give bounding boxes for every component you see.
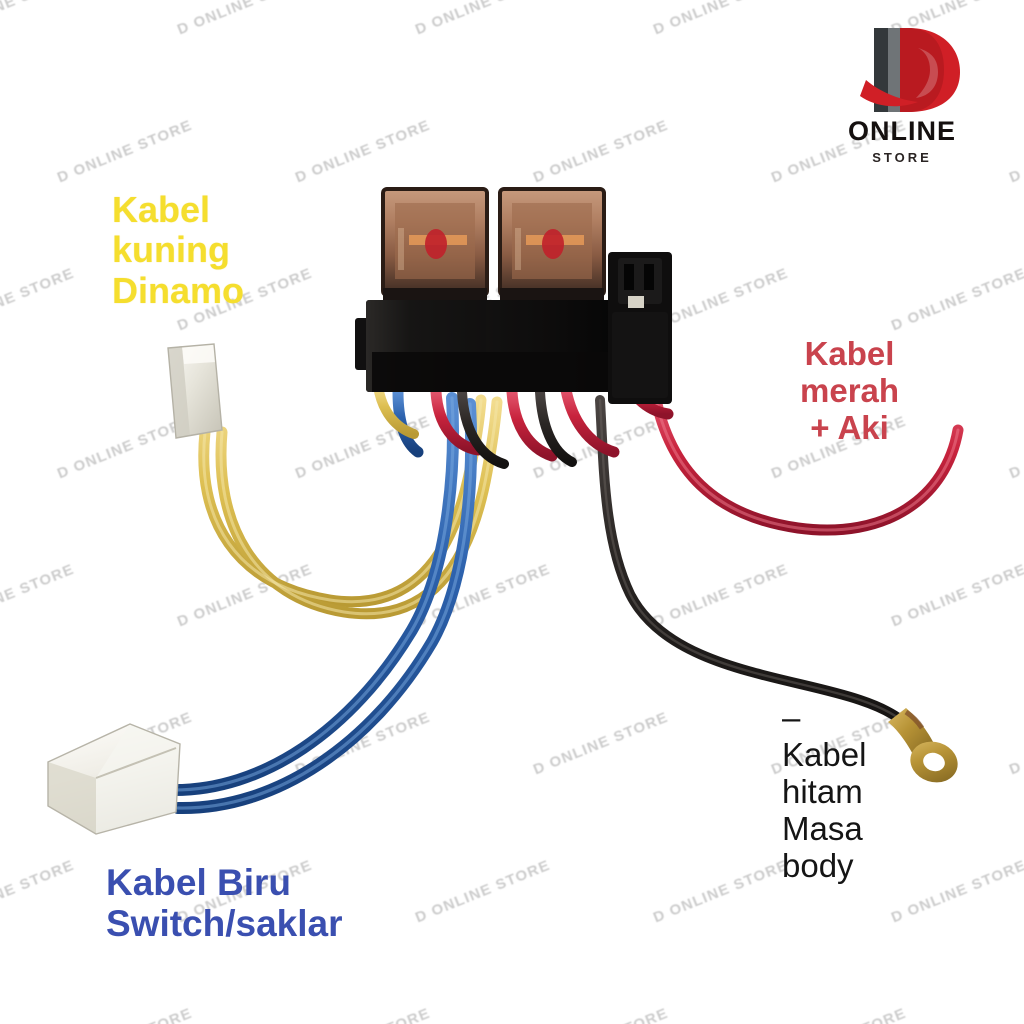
brand-name-online: ONLINE [847,116,956,146]
label-red-wire: Kabel merah + Aki [800,335,900,446]
label-blue-wire: Kabel Biru Switch/saklar [106,862,343,945]
relay-assembly [355,187,672,404]
wire-blue-group [164,392,478,815]
brand-name-store: STORE [872,150,932,165]
label-yellow-wire: Kabel kuning Dinamo [112,189,245,311]
wire-black-ground [595,395,925,747]
fuse-holder [608,252,672,404]
ring-terminal [888,708,958,783]
connector-2pin-small [167,343,223,439]
label-black-wire: – Kabel hitam Masa body [782,699,867,884]
brand-logo: ONLINE STORE [822,18,982,168]
connector-2pin-large [47,723,181,835]
letter-d-logo-icon [860,28,960,112]
wire-red-battery [649,389,964,536]
